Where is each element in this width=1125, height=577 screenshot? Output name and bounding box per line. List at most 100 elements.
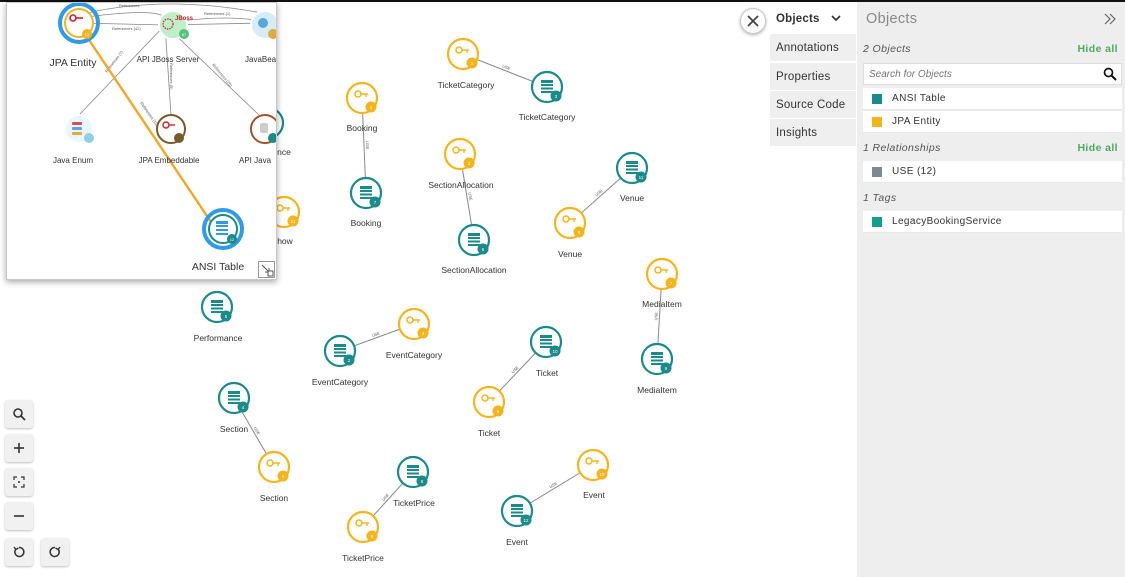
node-label: Performance bbox=[194, 333, 243, 343]
close-button[interactable] bbox=[740, 8, 766, 34]
node-badge bbox=[463, 157, 475, 169]
minimap-edge-label: References (5) bbox=[169, 63, 174, 90]
edge-label: USE bbox=[510, 365, 520, 375]
edge-label: USE bbox=[548, 481, 558, 490]
minimap-label: API Java bbox=[239, 156, 272, 165]
node-badge-count: 4 bbox=[242, 405, 245, 410]
minimap-node-ansi-table[interactable]: 12 bbox=[202, 208, 244, 250]
node-label: EventCategory bbox=[386, 350, 443, 360]
object-row-ansi-table[interactable]: ANSI Table bbox=[863, 88, 1122, 110]
collapse-panel-icon[interactable] bbox=[1103, 11, 1117, 31]
minimap-node-javabeans[interactable] bbox=[250, 10, 277, 40]
object-label: ANSI Table bbox=[892, 93, 946, 104]
minimap-node-java-enum[interactable] bbox=[64, 114, 94, 144]
objects-count: 2 Objects bbox=[863, 43, 911, 55]
node-badge-count: 7 bbox=[374, 200, 377, 205]
node-badge-count: 6 bbox=[482, 247, 485, 252]
expand-icon bbox=[261, 264, 274, 277]
node-label: Section bbox=[220, 424, 249, 434]
node-badge bbox=[343, 354, 355, 366]
tab-objects[interactable]: Objects bbox=[770, 5, 856, 33]
undo-button[interactable] bbox=[5, 538, 33, 566]
node-badge-count: 11 bbox=[291, 219, 296, 224]
expand-minimap-button[interactable] bbox=[258, 261, 275, 278]
node-label: nce bbox=[277, 147, 291, 157]
zoom-in-button[interactable] bbox=[5, 434, 33, 462]
node-badge bbox=[550, 90, 562, 102]
node-badge-count: 10 bbox=[552, 349, 558, 354]
fit-to-screen-button[interactable] bbox=[5, 468, 33, 496]
node-badge-count: 10 bbox=[599, 472, 605, 477]
search-button[interactable] bbox=[5, 400, 33, 428]
minimap-node-api-jboss-server[interactable]: JBoss 87 bbox=[158, 10, 194, 40]
node-badge-count: 12 bbox=[523, 518, 529, 523]
node-badge bbox=[635, 171, 647, 183]
tab-label: Source Code bbox=[776, 99, 846, 111]
node-label: Ticket bbox=[478, 428, 501, 438]
redo-button[interactable] bbox=[41, 538, 69, 566]
zoom-out-button[interactable] bbox=[5, 502, 33, 530]
minimap-edge-label: References (25) bbox=[211, 62, 234, 88]
minimap-node-jpa-entity[interactable]: 12 bbox=[58, 3, 100, 44]
node-badge bbox=[549, 345, 561, 357]
edge-label: USE bbox=[371, 330, 381, 338]
table-icon bbox=[334, 344, 346, 357]
node-badge-count: 2 bbox=[468, 161, 471, 166]
entity-key-icon bbox=[452, 146, 466, 154]
hide-all-relationships-link[interactable]: Hide all bbox=[1077, 142, 1118, 154]
tab-annotations[interactable]: Annotations bbox=[770, 34, 856, 62]
node-badge-count: 9 bbox=[665, 366, 668, 371]
entity-key-icon bbox=[562, 215, 576, 223]
node-badge-count: 11 bbox=[639, 175, 644, 180]
minimap-label: JPA Entity bbox=[49, 57, 97, 69]
node-badge bbox=[596, 468, 608, 480]
node-label: Section bbox=[260, 493, 289, 503]
minimap-panel[interactable]: References References (1) References (42… bbox=[6, 2, 277, 280]
minus-icon bbox=[14, 515, 24, 517]
minimap-node-jpa-embeddable[interactable] bbox=[156, 114, 186, 144]
tags-count: 1 Tags bbox=[863, 192, 897, 204]
tag-row-legacybookingservice[interactable]: LegacyBookingService bbox=[863, 211, 1122, 233]
hide-all-objects-link[interactable]: Hide all bbox=[1077, 43, 1118, 55]
search-input[interactable] bbox=[869, 67, 1094, 82]
tab-properties[interactable]: Properties bbox=[770, 63, 856, 91]
tab-insights[interactable]: Insights bbox=[770, 119, 856, 147]
tab-label: Objects bbox=[776, 13, 820, 25]
minimap-edge-label: References (12) bbox=[139, 101, 160, 128]
table-icon bbox=[626, 161, 638, 174]
node-label: Event bbox=[506, 537, 528, 547]
node-badge-count: 3 bbox=[555, 94, 558, 99]
search-icon[interactable] bbox=[1103, 67, 1117, 86]
node-label: MediaItem bbox=[642, 299, 682, 309]
node-badge bbox=[417, 327, 429, 339]
minimap-svg: References References (1) References (42… bbox=[49, 3, 277, 273]
tab-source-code[interactable]: Source Code bbox=[770, 91, 856, 119]
node-badge bbox=[477, 243, 489, 255]
object-row-jpa-entity[interactable]: JPA Entity bbox=[863, 111, 1122, 133]
relationship-row-use[interactable]: USE (12) bbox=[863, 161, 1122, 183]
minimap-node-api-java[interactable] bbox=[250, 114, 277, 144]
node-badge-count: 4 bbox=[370, 105, 373, 110]
table-icon bbox=[651, 352, 663, 365]
